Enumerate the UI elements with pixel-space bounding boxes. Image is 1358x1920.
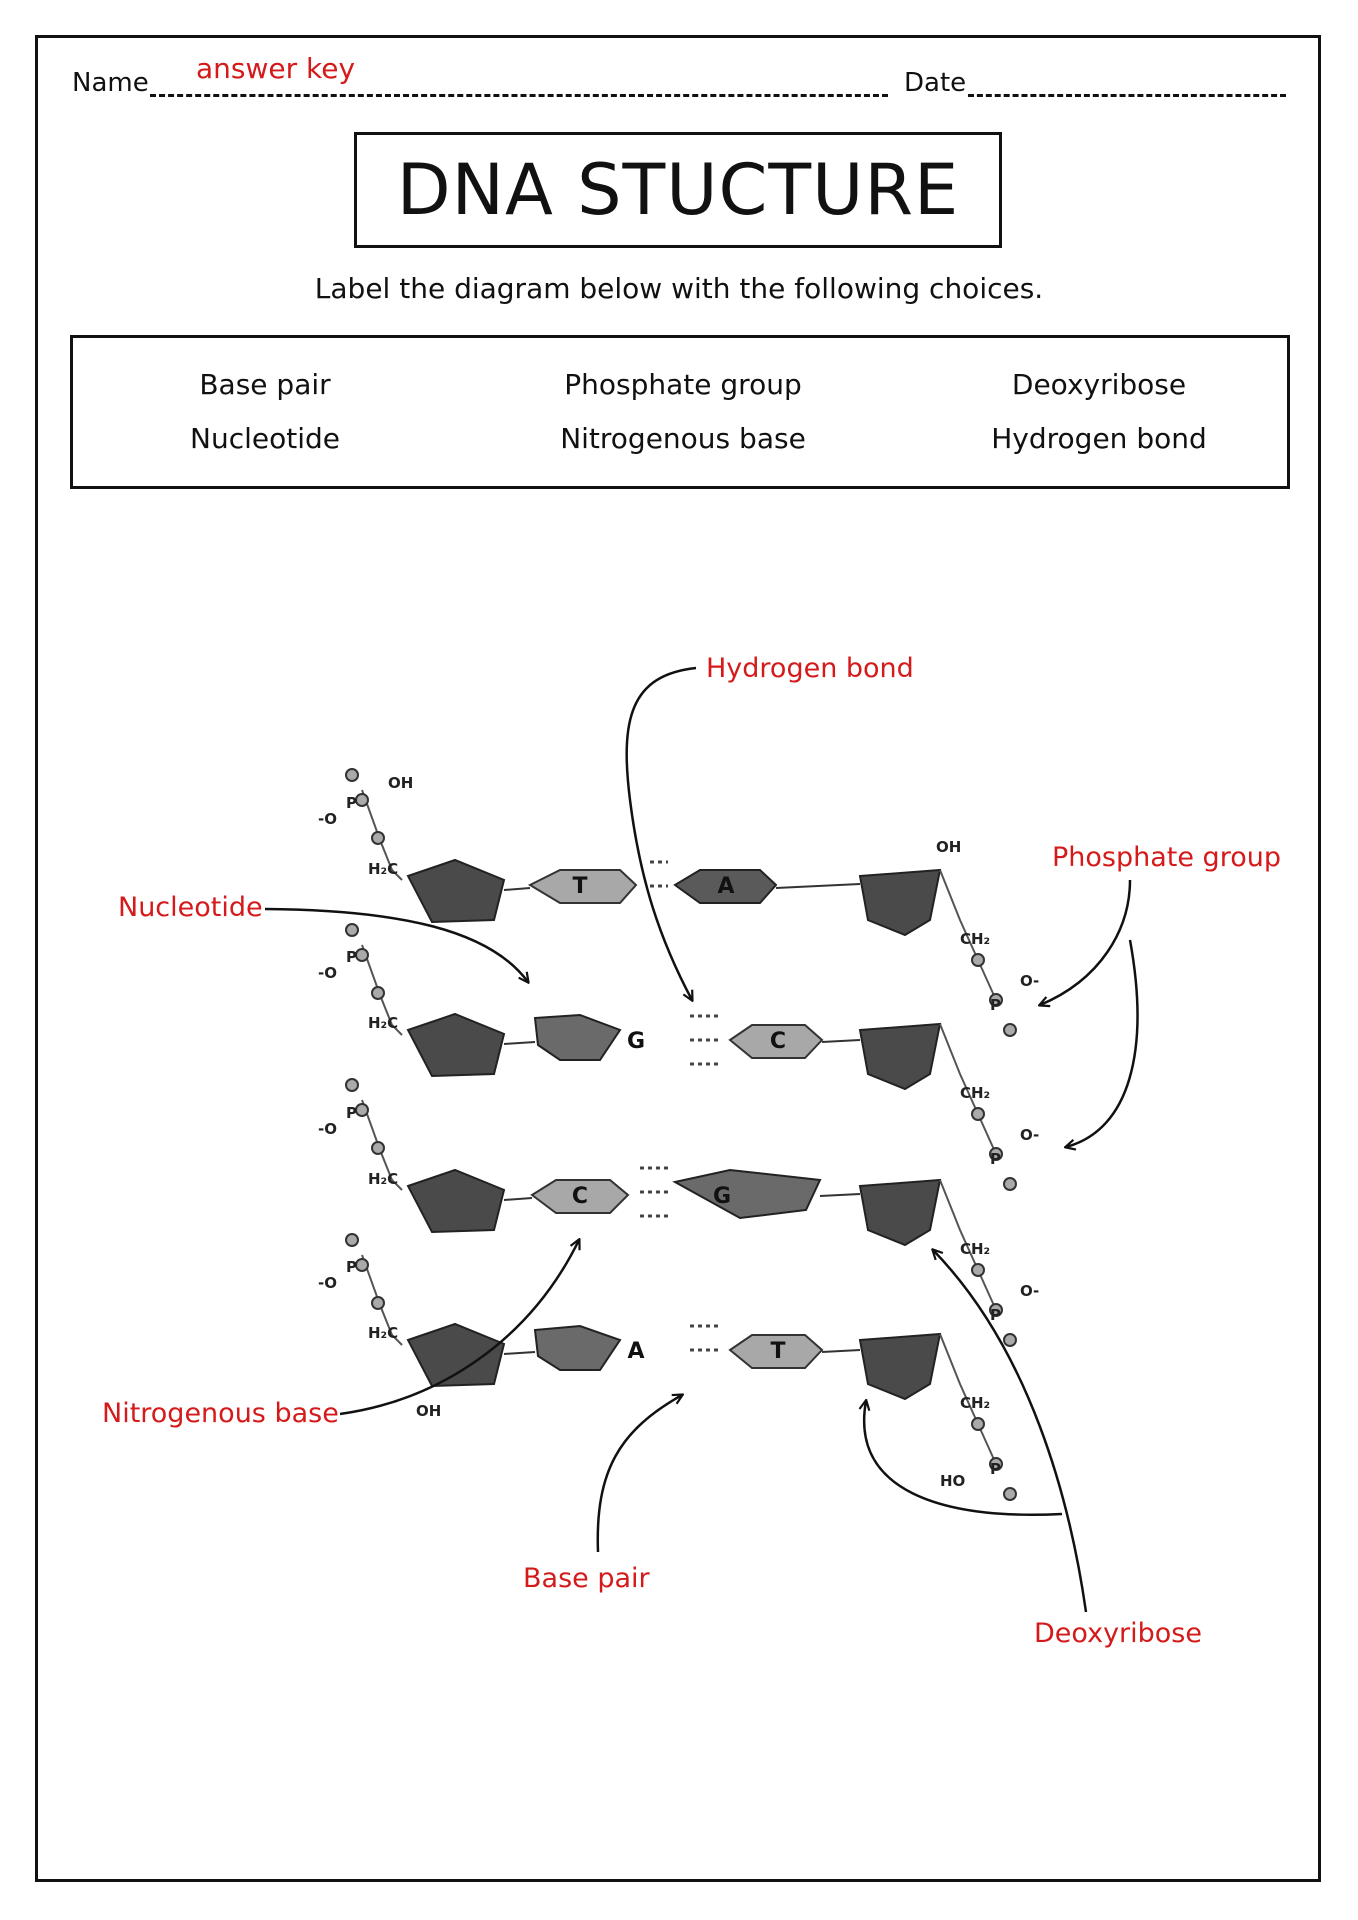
arrow-nucleotide: [264, 907, 528, 982]
arrow-deoxyribose-1: [933, 1250, 1088, 1613]
h2c-label-3: H₂C: [368, 1170, 398, 1188]
rung-4: [406, 1322, 942, 1401]
choice-deoxyribose: Deoxyribose: [1011, 368, 1187, 401]
choice-phosphate-group: Phosphate group: [564, 368, 802, 401]
arrow-deoxyribose-2: [864, 1401, 1063, 1516]
o-minus-label-2: -O: [318, 964, 337, 982]
base-letter-3-left: C: [572, 1184, 588, 1209]
p-label-2: P: [346, 948, 357, 966]
base-letter-1-right: A: [717, 874, 734, 899]
base-letter-2-right: C: [770, 1029, 786, 1054]
o-minus-label-1: -O: [318, 810, 337, 828]
phosphate-atoms: [345, 768, 1017, 1501]
base-right-2: [728, 1024, 824, 1059]
sugar-left-3: [406, 1168, 506, 1234]
page-title: DNA STUCTURE: [396, 149, 960, 231]
base-letter-1-left: T: [572, 874, 587, 899]
base-left-4: [533, 1324, 622, 1371]
left-backbone: [361, 789, 403, 1346]
arrow-base-pair: [596, 1395, 682, 1553]
o-minus-label-r3: O-: [1020, 1282, 1039, 1300]
label-base-pair: Base pair: [523, 1563, 651, 1594]
word-bank: Base pair Phosphate group Deoxyribose Nu…: [70, 335, 1290, 489]
base-letter-2-left: G: [627, 1029, 645, 1054]
label-nucleotide: Nucleotide: [118, 892, 263, 923]
label-deoxyribose: Deoxyribose: [1034, 1618, 1202, 1649]
arrow-phosphate-group-2: [1066, 939, 1139, 1147]
o-minus-label-r1: O-: [1020, 972, 1039, 990]
sugar-left-2: [406, 1012, 506, 1078]
ch2-label-3: CH₂: [960, 1240, 990, 1258]
name-answer: answer key: [196, 52, 356, 85]
base-letter-4-right: T: [770, 1339, 785, 1364]
rung-2: [406, 1012, 942, 1091]
p-label-r1: P: [990, 996, 1001, 1014]
oh-label-bottom: OH: [416, 1402, 441, 1420]
oh-label-top: OH: [388, 774, 413, 792]
p-label-r2: P: [990, 1150, 1001, 1168]
date-field[interactable]: [968, 94, 1286, 97]
choice-hydrogen-bond: Hydrogen bond: [991, 422, 1207, 455]
p-label-1: P: [346, 794, 357, 812]
leader-arrows: [264, 666, 1139, 1613]
sugar-right-1: [858, 868, 942, 937]
base-left-3: [530, 1179, 630, 1214]
instructions: Label the diagram below with the followi…: [314, 272, 1044, 305]
rung-1: [406, 858, 942, 937]
page-border: [35, 35, 1321, 1882]
base-left-2: [533, 1013, 622, 1061]
h2c-label-4: H₂C: [368, 1324, 398, 1342]
right-backbone: [939, 869, 997, 1465]
base-left-1: [527, 869, 638, 904]
ch2-label-4: CH₂: [960, 1394, 990, 1412]
oh-label-right-top: OH: [936, 838, 961, 856]
choice-nucleotide: Nucleotide: [190, 422, 340, 455]
p-label-r4: P: [990, 1460, 1001, 1478]
o-minus-label-3: -O: [318, 1120, 337, 1138]
sugar-left-1: [406, 858, 506, 924]
choice-base-pair: Base pair: [199, 368, 331, 401]
base-letter-3-right: G: [713, 1184, 731, 1209]
rung-3: [406, 1166, 942, 1247]
o-minus-label-4: -O: [318, 1274, 337, 1292]
label-nitrogenous-base: Nitrogenous base: [102, 1398, 339, 1429]
label-hydrogen-bond: Hydrogen bond: [706, 653, 914, 684]
base-letter-4-left: A: [627, 1339, 644, 1364]
ch2-label-1: CH₂: [960, 930, 990, 948]
base-right-1: [673, 869, 778, 904]
h2c-label-1: H₂C: [368, 860, 398, 878]
base-right-3: [672, 1168, 822, 1220]
p-label-4: P: [346, 1258, 357, 1276]
p-label-3: P: [346, 1104, 357, 1122]
arrow-hydrogen-bond: [625, 666, 697, 1000]
sugar-right-4: [858, 1332, 942, 1401]
h2c-label-2: H₂C: [368, 1014, 398, 1032]
choice-nitrogenous-base: Nitrogenous base: [560, 422, 806, 455]
ch2-label-2: CH₂: [960, 1084, 990, 1102]
date-label: Date: [904, 68, 967, 98]
sugar-right-2: [858, 1022, 942, 1091]
title-box: DNA STUCTURE: [354, 132, 1002, 248]
sugar-right-3: [858, 1178, 942, 1247]
sugar-left-4: [406, 1322, 506, 1388]
arrow-nitrogenous-base: [339, 1240, 579, 1416]
o-minus-label-r2: O-: [1020, 1126, 1039, 1144]
base-right-4: [728, 1334, 824, 1369]
name-field[interactable]: [150, 94, 888, 97]
name-label: Name: [72, 68, 149, 98]
p-label-r3: P: [990, 1306, 1001, 1324]
ho-label: HO: [940, 1472, 965, 1490]
arrow-phosphate-group-1: [1040, 879, 1132, 1005]
label-phosphate-group: Phosphate group: [1052, 842, 1281, 873]
